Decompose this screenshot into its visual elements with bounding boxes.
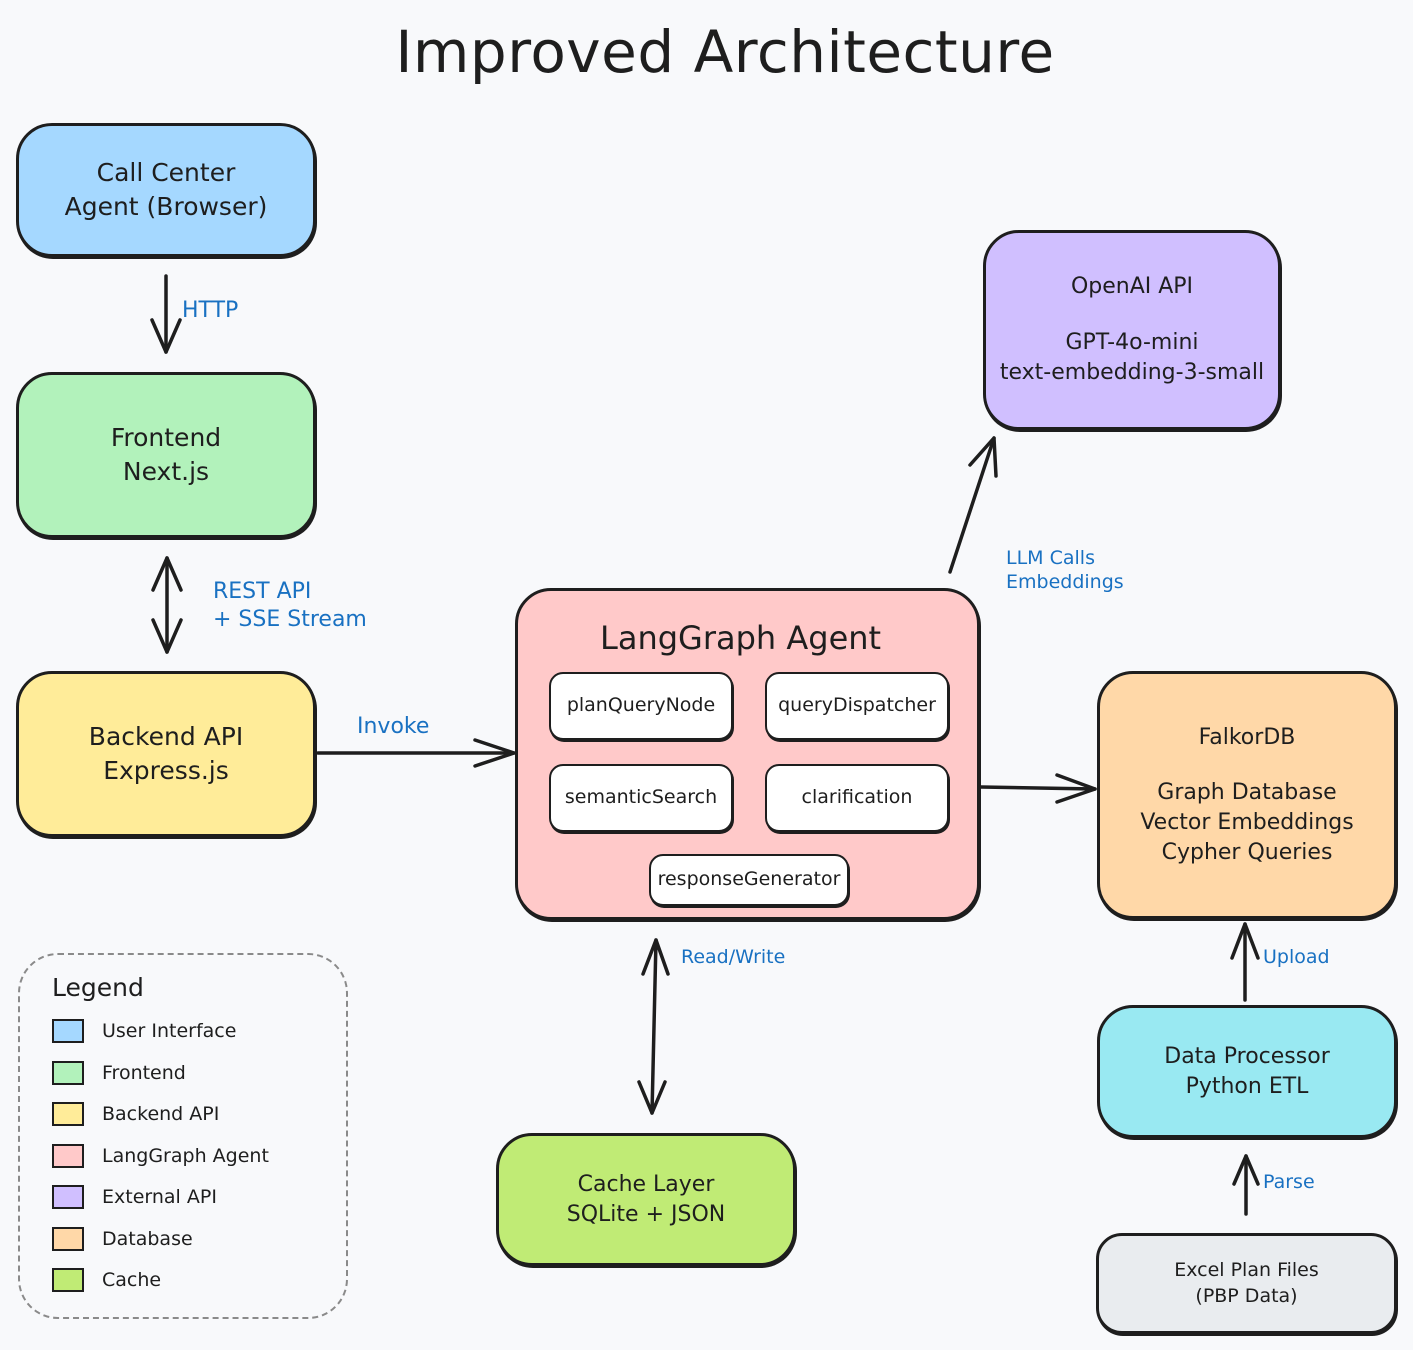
legend-swatch: [52, 1185, 84, 1209]
legend-item: Frontend: [52, 1059, 186, 1087]
box-line: FalkorDB: [1198, 724, 1296, 750]
langgraph-agent-box: LangGraph Agent planQueryNode queryDispa…: [515, 588, 980, 920]
label-http: HTTP: [182, 298, 239, 323]
legend-title: Legend: [52, 973, 144, 1002]
data-processor-box: Data Processor Python ETL: [1097, 1005, 1397, 1138]
box-line: Python ETL: [1185, 1073, 1309, 1099]
call-center-box: Call Center Agent (Browser): [16, 123, 316, 257]
legend-label: Cache: [102, 1269, 162, 1291]
falkordb-box: FalkorDB Graph Database Vector Embedding…: [1097, 671, 1397, 919]
legend: Legend User Interface Frontend Backend A…: [18, 953, 348, 1319]
excel-files-box: Excel Plan Files (PBP Data): [1096, 1233, 1397, 1334]
legend-label: Database: [102, 1228, 193, 1250]
cache-box: Cache Layer SQLite + JSON: [496, 1133, 796, 1266]
legend-label: Backend API: [102, 1103, 220, 1125]
backend-box: Backend API Express.js: [16, 671, 316, 837]
box-line: OpenAI API: [1070, 274, 1194, 300]
diagram-title: Improved Architecture: [395, 18, 1055, 86]
legend-swatch: [52, 1268, 84, 1292]
box-line: Call Center: [96, 158, 236, 188]
box-line: Agent (Browser): [64, 192, 268, 221]
agent-title: LangGraph Agent: [600, 619, 882, 657]
node-plan-query: planQueryNode: [549, 672, 733, 740]
legend-item: Cache: [52, 1266, 161, 1294]
arrow-llm-calls: [948, 436, 998, 574]
node-response-generator: responseGenerator: [649, 854, 849, 906]
box-line: Cypher Queries: [1161, 839, 1333, 865]
legend-swatch: [52, 1144, 84, 1168]
arrow-invoke: [316, 738, 516, 768]
legend-item: External API: [52, 1183, 217, 1211]
legend-swatch: [52, 1227, 84, 1251]
legend-swatch: [52, 1102, 84, 1126]
box-line: text-embedding-3-small: [999, 359, 1265, 385]
label-parse: Parse: [1263, 1171, 1315, 1193]
box-line: Data Processor: [1164, 1043, 1330, 1069]
legend-item: Backend API: [52, 1100, 219, 1128]
label-llm-calls: LLM Calls Embeddings: [1006, 547, 1124, 595]
legend-item: User Interface: [52, 1017, 236, 1045]
box-line: GPT-4o-mini: [1065, 330, 1199, 356]
box-line: Vector Embeddings: [1140, 810, 1354, 835]
box-line: Excel Plan Files: [1174, 1258, 1319, 1281]
legend-item: LangGraph Agent: [52, 1142, 269, 1170]
arrow-parse: [1232, 1154, 1260, 1216]
openai-box: OpenAI API GPT-4o-mini text-embedding-3-…: [983, 230, 1281, 430]
arrow-rest-bidirectional: [151, 556, 183, 654]
box-line: Express.js: [103, 756, 229, 785]
legend-label: Frontend: [102, 1062, 186, 1084]
arrow-agent-to-falkordb: [979, 773, 1097, 804]
legend-item: Database: [52, 1225, 193, 1253]
node-clarification: clarification: [765, 764, 949, 832]
legend-label: External API: [102, 1186, 217, 1208]
legend-label: LangGraph Agent: [102, 1145, 269, 1167]
frontend-box: Frontend Next.js: [16, 372, 316, 538]
box-line: Cache Layer: [577, 1171, 715, 1197]
label-invoke: Invoke: [357, 714, 430, 739]
label-rest-api: REST API + SSE Stream: [213, 578, 367, 633]
legend-swatch: [52, 1019, 84, 1043]
box-line: Graph Database: [1157, 780, 1337, 806]
label-upload: Upload: [1263, 946, 1330, 968]
node-query-dispatcher: queryDispatcher: [765, 672, 949, 740]
node-semantic-search: semanticSearch: [549, 764, 733, 832]
box-line: SQLite + JSON: [566, 1201, 726, 1227]
box-line: Next.js: [122, 457, 210, 486]
box-line: Frontend: [110, 423, 222, 453]
box-line: Backend API: [88, 722, 244, 752]
label-line: Embeddings: [1006, 570, 1124, 593]
arrow-http: [150, 274, 182, 354]
label-line: REST API: [213, 579, 312, 604]
legend-swatch: [52, 1061, 84, 1085]
label-read-write: Read/Write: [681, 946, 786, 968]
arrow-upload: [1230, 922, 1260, 1002]
label-line: LLM Calls: [1006, 547, 1095, 569]
legend-label: User Interface: [102, 1020, 237, 1042]
label-line: + SSE Stream: [213, 606, 367, 632]
arrow-read-write: [637, 938, 670, 1115]
box-line: (PBP Data): [1195, 1284, 1298, 1307]
